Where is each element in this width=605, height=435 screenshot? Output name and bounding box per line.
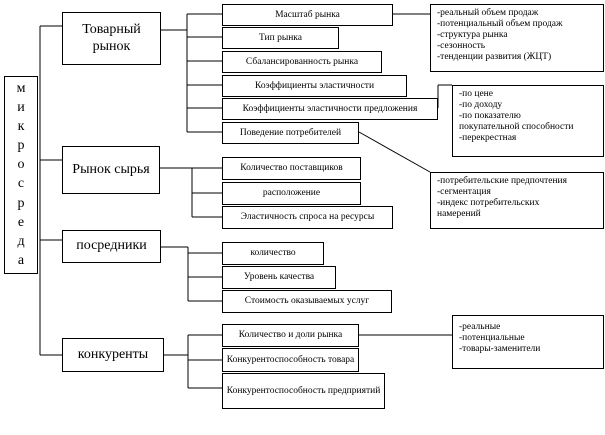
item-label: Стоимость оказываемых услуг (244, 296, 370, 307)
item-box: Масштаб рынка (222, 4, 393, 26)
note-line: -индекс потребительских (437, 197, 540, 208)
item-label: Коэффициенты эластичности предложения (242, 103, 418, 114)
item-box: Количество поставщиков (222, 157, 361, 180)
group-box-intermediaries: посредники (62, 230, 161, 263)
item-box: Конкурентоспособность товара (222, 348, 359, 372)
note-consumer-behavior: -потребительские предпочтения-сегментаци… (430, 172, 604, 229)
item-box: Конкурентоспособность предприятий (222, 373, 385, 409)
note-market-scale: -реальный объем продаж-потенциальный объ… (430, 4, 604, 72)
group-box-competitors: конкуренты (62, 338, 164, 372)
note-line: -сегментация (437, 186, 491, 197)
group-box-product-market: Товарный рынок (62, 12, 161, 65)
item-box: Эластичность спроса на ресурсы (222, 206, 393, 229)
group-label: Товарный рынок (82, 22, 141, 54)
note-market-share: -реальные-потенциальные-товары-заменител… (452, 315, 604, 369)
note-line: покупательной способности (459, 121, 574, 132)
note-line: -по цене (459, 89, 493, 99)
note-line: -по показателю (459, 110, 521, 121)
item-box: Поведение потребителей (222, 122, 359, 144)
item-box: расположение (222, 182, 361, 205)
note-line: -потенциальные (459, 332, 525, 343)
item-label: Поведение потребителей (239, 127, 342, 138)
note-line: -перекрестная (459, 132, 517, 143)
item-label: Коэффициенты эластичности (254, 80, 375, 91)
root-letter: о (17, 157, 25, 173)
item-label: Конкурентоспособность предприятий (226, 385, 381, 396)
item-box: количество (222, 242, 324, 265)
item-label: Конкурентоспособность товара (226, 354, 355, 365)
item-label: Уровень качества (243, 272, 315, 283)
item-label: Сбалансированность рынка (245, 56, 359, 67)
note-line: -сезонность (437, 40, 486, 51)
item-box: Стоимость оказываемых услуг (222, 290, 392, 313)
note-line: -структура рынка (437, 29, 508, 40)
item-label: Масштаб рынка (275, 9, 340, 20)
group-label: конкуренты (77, 346, 149, 362)
note-line: -по доходу (459, 99, 503, 110)
item-box: Коэффициенты эластичности (222, 75, 407, 97)
note-connector-line (358, 131, 431, 173)
root-letter: и (17, 100, 25, 116)
item-label: Тип рынка (258, 32, 302, 43)
note-line: -тенденции развития (ЖЦТ) (437, 51, 552, 62)
note-line: -потенциальный объем продаж (437, 18, 563, 29)
note-line: -товары-заменители (459, 343, 541, 354)
group-label: Рынок сырья (72, 161, 150, 177)
item-label: расположение (262, 188, 321, 199)
root-letter: м (16, 81, 26, 97)
group-box-raw-materials-market: Рынок сырья (62, 146, 160, 194)
root-letter: к (17, 119, 25, 135)
group-label: посредники (76, 238, 147, 254)
root-letter: е (17, 214, 25, 230)
note-line: намерений (437, 208, 481, 219)
item-box: Уровень качества (222, 266, 336, 289)
item-label: Количество поставщиков (240, 163, 343, 174)
root-letter: р (17, 138, 25, 154)
item-label: Количество и доли рынка (238, 330, 343, 341)
item-box: Тип рынка (222, 27, 339, 49)
item-box: Коэффициенты эластичности предложения (222, 98, 438, 120)
item-box: Количество и доли рынка (222, 324, 359, 347)
note-line: -реальные (459, 322, 501, 332)
root-letter: а (17, 252, 25, 268)
root-letter: д (17, 233, 25, 249)
note-line: -реальный объем продаж (437, 8, 539, 18)
root-letter: с (17, 176, 25, 192)
root-letter: р (17, 195, 25, 211)
item-label: количество (250, 248, 296, 259)
item-label: Эластичность спроса на ресурсы (240, 212, 375, 223)
item-box: Сбалансированность рынка (222, 51, 382, 73)
note-line: -потребительские предпочтения (437, 176, 568, 186)
